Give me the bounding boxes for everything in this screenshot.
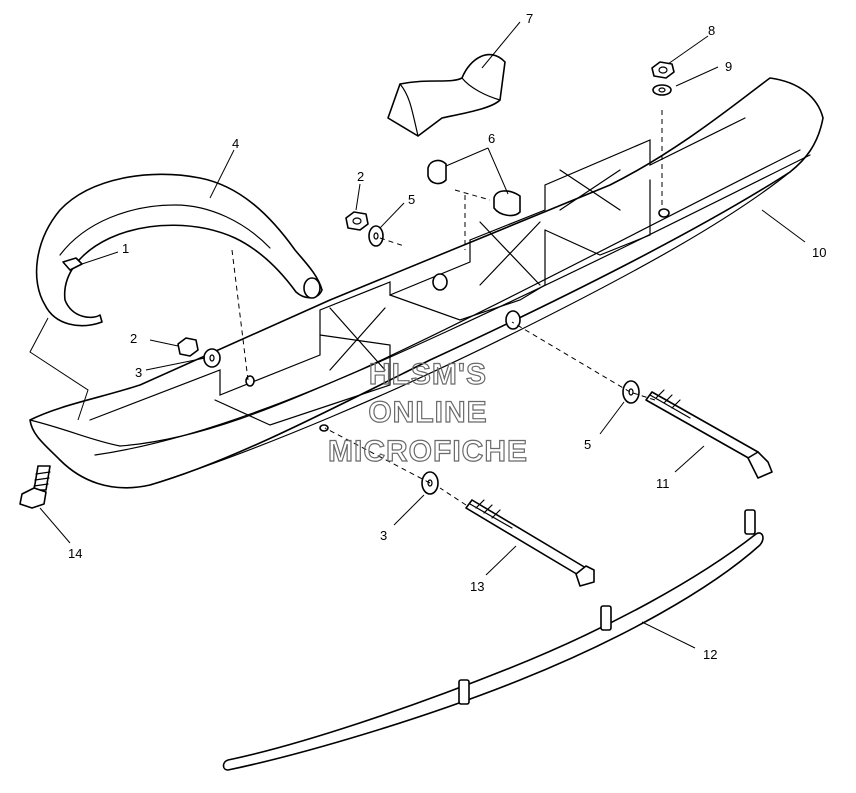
callout-2-lower: 2 xyxy=(130,331,137,346)
callout-5-upper: 5 xyxy=(408,192,415,207)
washer-5-lower xyxy=(622,380,640,404)
callout-4: 4 xyxy=(232,136,239,151)
callout-5-lower: 5 xyxy=(584,437,591,452)
callout-8: 8 xyxy=(708,23,715,38)
leader-lines xyxy=(39,21,806,649)
bolt-11 xyxy=(645,389,773,479)
callout-1: 1 xyxy=(122,241,129,256)
washer-5-upper xyxy=(368,225,384,247)
callout-3-upper: 3 xyxy=(135,365,142,380)
callout-13: 13 xyxy=(470,579,484,594)
callout-2-upper: 2 xyxy=(357,169,364,184)
bushing-6 xyxy=(427,159,521,217)
washer-3-upper xyxy=(203,348,221,368)
callout-7: 7 xyxy=(526,11,533,26)
callout-11: 11 xyxy=(656,476,670,491)
wear-bar xyxy=(222,509,764,771)
watermark: HLSM'S ONLINE MICROFICHE xyxy=(327,357,528,468)
ski-loop-handle xyxy=(35,173,323,327)
nut-8 xyxy=(651,61,675,79)
ski-body xyxy=(29,77,824,489)
spacer-block-7 xyxy=(387,53,506,137)
callout-6: 6 xyxy=(488,131,495,146)
screw-14 xyxy=(19,465,51,509)
callout-14: 14 xyxy=(68,546,82,561)
watermark-line-3: MICROFICHE xyxy=(328,435,528,468)
washer-9 xyxy=(652,84,672,96)
watermark-line-1: HLSM'S xyxy=(369,358,487,391)
callout-numbers: 1 2 2 3 3 4 5 5 6 7 8 9 10 11 12 13 14 xyxy=(68,11,826,662)
callout-12: 12 xyxy=(703,647,717,662)
callout-3-lower: 3 xyxy=(380,528,387,543)
callout-10: 10 xyxy=(812,245,826,260)
bolt-13 xyxy=(465,499,595,587)
callout-9: 9 xyxy=(725,59,732,74)
nut-2-lower xyxy=(177,337,199,357)
watermark-line-2: ONLINE xyxy=(368,396,487,429)
nut-2-upper xyxy=(345,211,369,231)
